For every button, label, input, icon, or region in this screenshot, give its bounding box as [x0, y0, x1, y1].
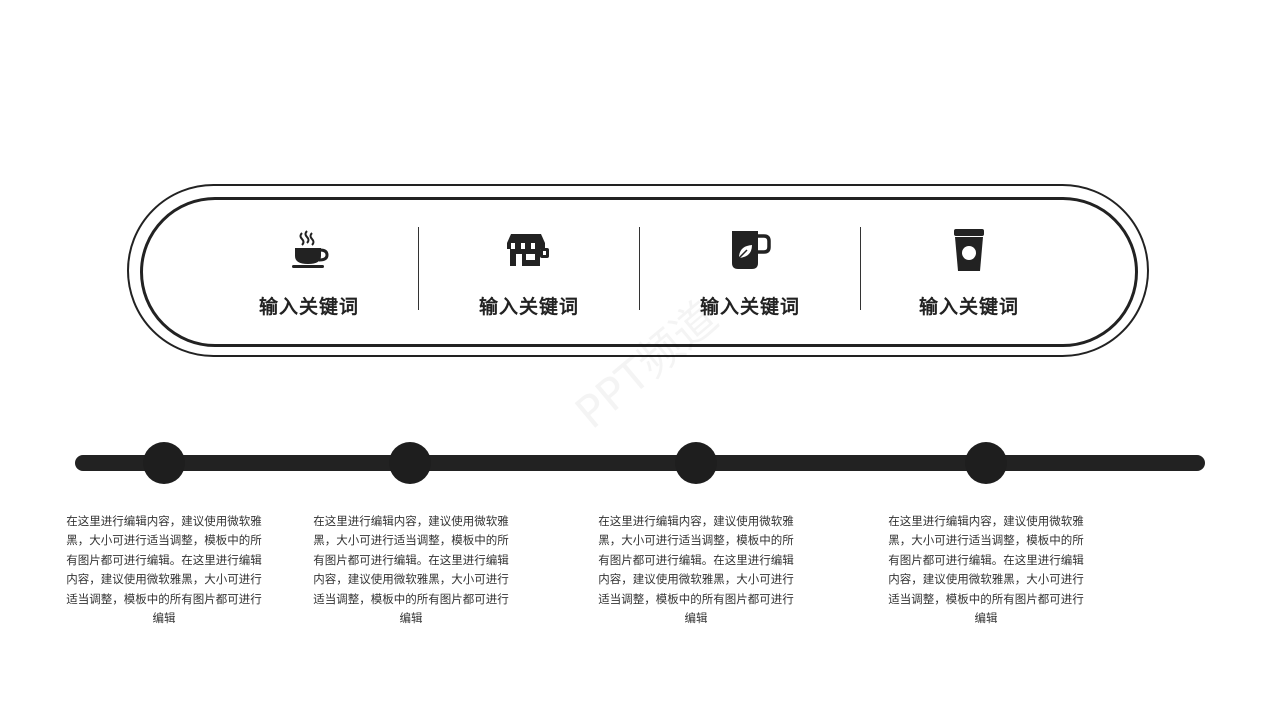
item-divider-1 [418, 227, 419, 310]
keyword-label-3: 输入关键词 [699, 296, 800, 318]
keyword-label-2: 输入关键词 [478, 296, 579, 318]
description-text-4: 在这里进行编辑内容，建议使用微软雅黑，大小可进行适当调整，模板中的所有图片都可进… [888, 514, 1084, 626]
timeline-bar [75, 455, 1205, 471]
keyword-label-4: 输入关键词 [918, 296, 1019, 318]
keyword-label-1: 输入关键词 [258, 296, 359, 318]
keyword-item-3[interactable]: 输入关键词 [640, 228, 860, 328]
timeline-node-1 [143, 442, 185, 484]
takeaway-cup-icon [947, 228, 991, 272]
description-text-3: 在这里进行编辑内容，建议使用微软雅黑，大小可进行适当调整，模板中的所有图片都可进… [598, 514, 794, 626]
keyword-capsule-outer-border [127, 184, 1149, 357]
storefront-icon [507, 228, 551, 272]
timeline-node-4 [965, 442, 1007, 484]
keyword-item-4[interactable]: 输入关键词 [859, 228, 1079, 328]
keyword-capsule-inner-border [140, 197, 1138, 347]
description-text-2: 在这里进行编辑内容，建议使用微软雅黑，大小可进行适当调整，模板中的所有图片都可进… [313, 514, 509, 626]
keyword-item-1[interactable]: 输入关键词 [199, 228, 419, 328]
description-text-1: 在这里进行编辑内容，建议使用微软雅黑，大小可进行适当调整，模板中的所有图片都可进… [66, 514, 262, 626]
item-divider-2 [639, 227, 640, 310]
coffee-cup-steam-icon [287, 228, 331, 272]
tea-mug-leaf-icon [728, 228, 772, 272]
item-divider-3 [860, 227, 861, 310]
timeline-node-3 [675, 442, 717, 484]
keyword-item-2[interactable]: 输入关键词 [419, 228, 639, 328]
timeline-node-2 [389, 442, 431, 484]
